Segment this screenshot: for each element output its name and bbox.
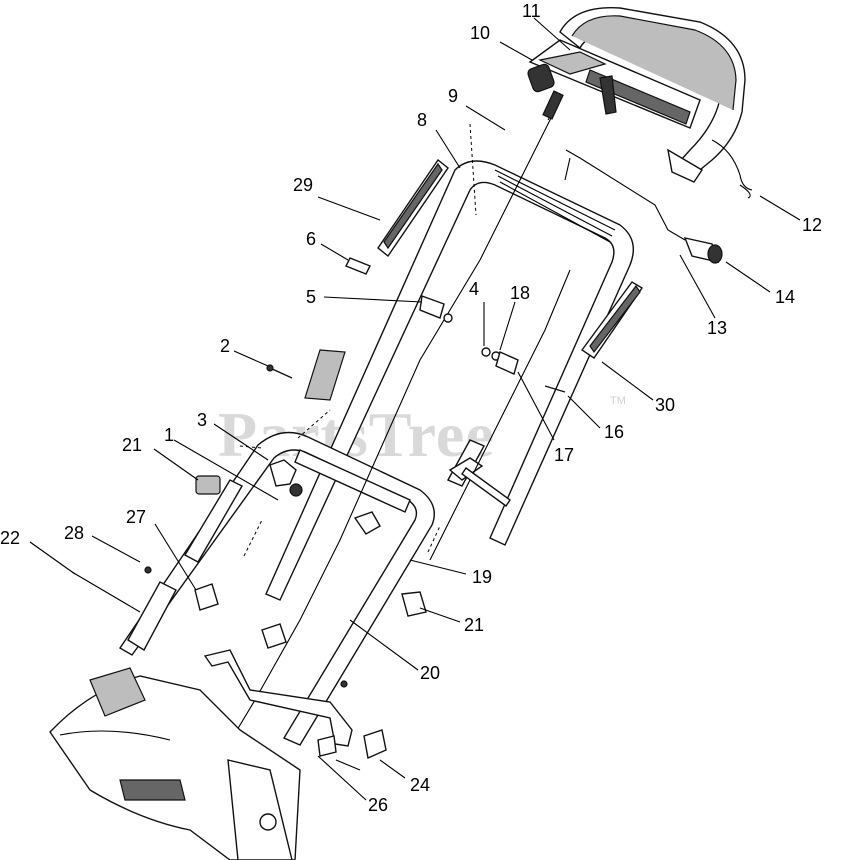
callout-22: 22 [0, 528, 20, 548]
callout-10: 10 [470, 23, 490, 43]
callout-8: 8 [417, 110, 427, 130]
callout-21-upper: 21 [122, 435, 142, 455]
leader-lines [29, 17, 801, 801]
callout-1: 1 [164, 425, 174, 445]
lower-control-linkage[interactable] [203, 649, 387, 771]
callout-12: 12 [802, 215, 822, 235]
lower-handle-frame[interactable] [118, 431, 485, 746]
callout-4: 4 [469, 279, 479, 299]
callout-26: 26 [368, 795, 388, 815]
callout-5: 5 [306, 287, 316, 307]
callout-14: 14 [775, 287, 795, 307]
hardware[interactable] [144, 257, 566, 688]
callout-11: 11 [522, 1, 541, 21]
callout-6: 6 [306, 229, 316, 249]
callout-21-lower: 21 [464, 615, 484, 635]
upper-handle-frame[interactable] [265, 160, 634, 601]
callout-30: 30 [655, 395, 675, 415]
callout-29: 29 [293, 175, 313, 195]
callout-9: 9 [448, 86, 458, 106]
callout-13: 13 [707, 318, 727, 338]
callout-2: 2 [220, 336, 230, 356]
mower-deck [49, 667, 301, 860]
callout-27: 27 [126, 507, 146, 527]
callout-24: 24 [410, 775, 430, 795]
alignment-lines [239, 123, 477, 557]
control-cables [227, 90, 751, 746]
callout-3: 3 [197, 410, 207, 430]
part-22-rod[interactable] [71, 571, 141, 613]
part-29-grip[interactable] [377, 158, 449, 258]
part-30-grip[interactable] [581, 281, 643, 359]
watermark-trademark: TM [610, 395, 626, 407]
callout-labels: 11 10 9 8 29 6 5 4 18 12 14 13 30 16 17 … [0, 1, 822, 815]
callout-28: 28 [64, 523, 84, 543]
callout-17: 17 [554, 445, 574, 465]
callout-18: 18 [510, 283, 530, 303]
callout-16: 16 [604, 422, 624, 442]
callout-20: 20 [420, 663, 440, 683]
control-bail-assembly[interactable] [527, 7, 753, 191]
callout-19: 19 [472, 567, 492, 587]
